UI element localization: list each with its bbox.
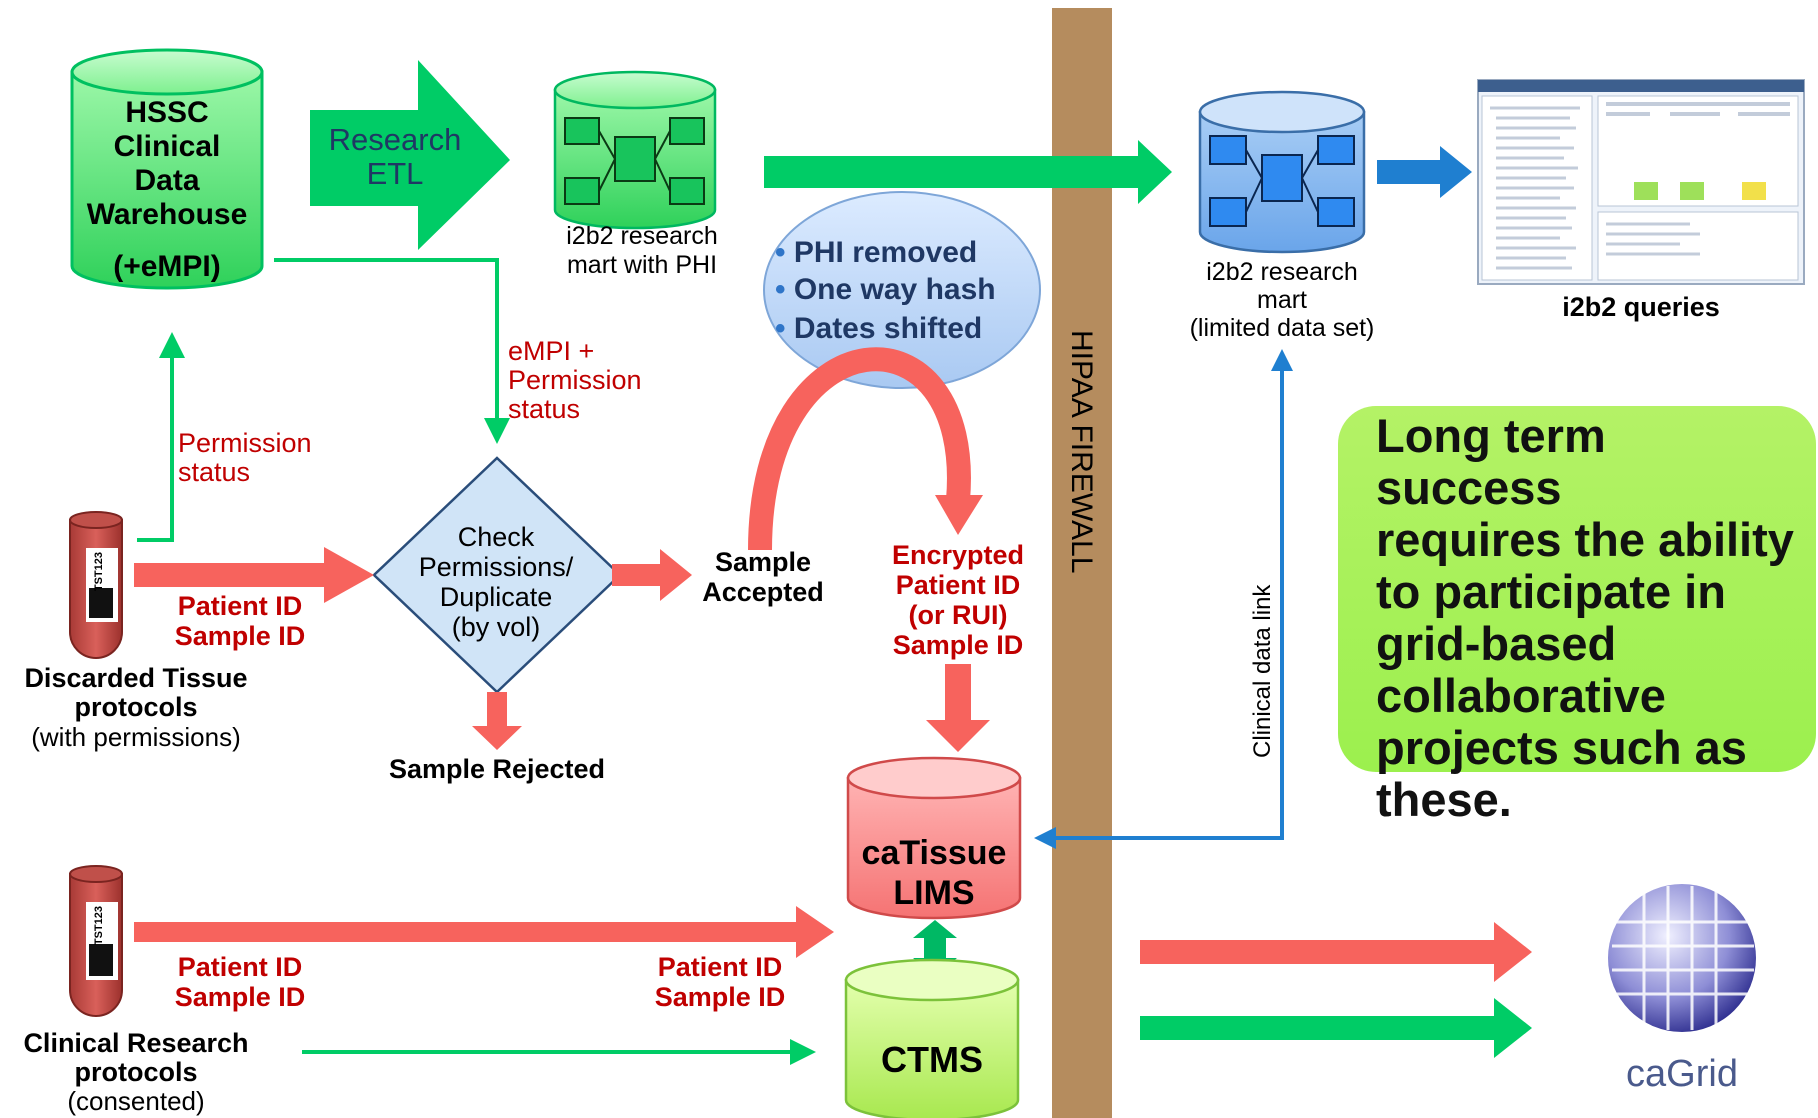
discarded-tissue-title-line: Discarded Tissue [24, 663, 247, 693]
patient-sample-id-label-1-line: Patient ID [178, 591, 303, 621]
research-etl-label-line: ETL [367, 156, 424, 191]
encrypted-id-label-line: Patient ID [896, 570, 1021, 600]
warehouse-title-line: Clinical [114, 130, 221, 163]
i2b2-queries-label: i2b2 queries [1562, 292, 1720, 322]
warehouse-title-line: HSSC [125, 96, 208, 129]
clinical-tube-icon: TST123 [69, 865, 123, 1017]
patient-sample-id-label-1-line: Sample ID [175, 621, 306, 651]
patient-sample-id-label-3-line: Sample ID [655, 982, 786, 1012]
to-cagrid-green-arrow [1140, 998, 1532, 1058]
check-permissions-label-line: Permissions/ [419, 552, 574, 582]
encryption-arc-head [935, 495, 983, 535]
tube-label-2: TST123 [93, 906, 105, 945]
discarded-tissue-title-line: protocols [74, 692, 197, 722]
i2b2-mart-phi-label-line: i2b2 research [566, 222, 717, 250]
hipaa-firewall-label: HIPAA FIREWALL [1065, 330, 1098, 573]
rejected-arrow [472, 692, 522, 750]
permission-status-line [137, 332, 185, 542]
check-permissions-label-line: Duplicate [440, 582, 553, 612]
cagrid-logo [1608, 884, 1756, 1032]
encryption-arc [748, 347, 971, 551]
i2b2-queries-screenshot [1477, 79, 1805, 285]
discarded-tissue-sub: (with permissions) [31, 722, 241, 752]
warehouse-empi-note: (+eMPI) [113, 250, 221, 283]
empi-permission-label-line: eMPI + [508, 336, 594, 366]
to-cagrid-red-arrow [1140, 922, 1532, 982]
clinical-to-catissue-arrow [134, 906, 834, 958]
i2b2-limited-mart-label-line: mart [1257, 286, 1307, 314]
encrypted-id-label-line: Sample ID [893, 630, 1024, 660]
empi-permission-line [274, 258, 510, 444]
patient-sample-id-label-2-line: Patient ID [178, 952, 303, 982]
sample-rejected-label: Sample Rejected [389, 754, 605, 784]
check-permissions-label-line: Check [458, 522, 535, 552]
i2b2-limited-mart-cylinder [1198, 90, 1366, 254]
empi-permission-label-line: Permission [508, 365, 642, 395]
patient-sample-id-label-3-line: Patient ID [658, 952, 783, 982]
catissue-lims-label-line: caTissue [862, 834, 1007, 872]
ctms-cylinder [844, 958, 1020, 1118]
transfer-to-limited-mart-arrow [764, 140, 1172, 204]
encrypted-id-label-line: (or RUI) [909, 600, 1008, 630]
catissue-lims-label-line: LIMS [893, 874, 974, 912]
to-catissue-arrow [926, 664, 990, 752]
research-etl-label-line: Research [329, 122, 462, 157]
clinical-research-title-line: Clinical Research [23, 1028, 248, 1058]
i2b2-mart-phi-cylinder [553, 70, 717, 230]
hssc-data-warehouse-cylinder [70, 48, 264, 290]
warehouse-title-line: Warehouse [87, 198, 248, 231]
i2b2-mart-phi-label-line: mart with PHI [567, 251, 717, 279]
deidentification-bubble [763, 191, 1041, 389]
patient-sample-id-label-2-line: Sample ID [175, 982, 306, 1012]
i2b2-limited-mart-label-line: (limited data set) [1190, 314, 1375, 342]
bullet-one-way-hash: • One way hash [775, 273, 996, 306]
bullet-dates-shifted: • Dates shifted [775, 312, 982, 345]
tissue-tube-icon: TST123 [69, 511, 123, 659]
tissue-to-check-arrow [134, 547, 374, 603]
clinical-research-sub: (consented) [67, 1086, 204, 1116]
research-etl-arrow [310, 60, 510, 250]
long-term-success-callout: Long term success requires the ability t… [1338, 406, 1816, 826]
ctms-label: CTMS [881, 1039, 983, 1080]
sample-accepted-label-line: Sample [715, 547, 811, 577]
bullet-phi-removed: • PHI removed [775, 236, 977, 269]
clinical-research-title-line: protocols [74, 1057, 197, 1087]
sample-accepted-label-line: Accepted [702, 577, 824, 607]
accepted-arrow [612, 549, 692, 601]
to-queries-arrow [1377, 146, 1472, 198]
clinical-data-link-label: Clinical data link [1249, 584, 1276, 758]
check-permissions-label-line: (by vol) [452, 612, 541, 642]
catissue-lims-cylinder [846, 756, 1022, 920]
warehouse-title-line: Data [134, 164, 199, 197]
hipaa-firewall-bar [1052, 8, 1112, 1118]
empi-permission-label-line: status [508, 394, 580, 424]
i2b2-limited-mart-label-line: i2b2 research [1206, 258, 1357, 286]
permission-status-label-line: status [178, 457, 250, 487]
tube-label: TST123 [93, 552, 105, 591]
cagrid-label: caGrid [1626, 1053, 1738, 1095]
encrypted-id-label-line: Encrypted [892, 540, 1024, 570]
permission-status-label-line: Permission [178, 428, 312, 458]
